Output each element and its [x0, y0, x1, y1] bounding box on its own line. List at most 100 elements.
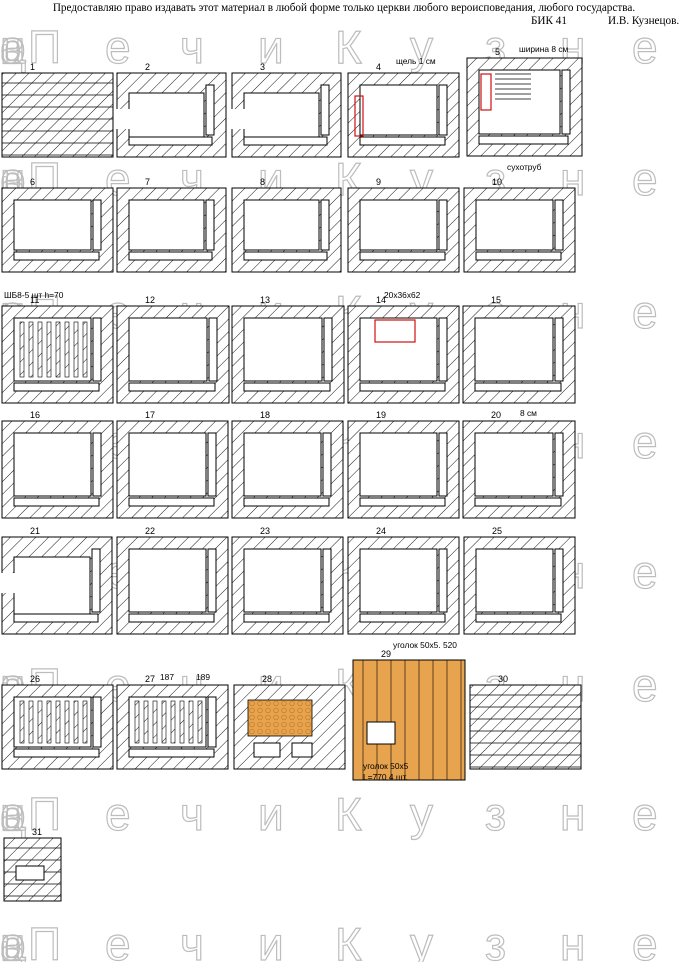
panel-29: 29	[352, 649, 466, 781]
header-author: И.В. Кузнецов.	[608, 15, 680, 27]
lower-channel	[128, 497, 215, 507]
chamber	[13, 556, 91, 621]
header-notice: Предоставляю право издавать этот материа…	[52, 2, 636, 14]
chamber	[359, 199, 438, 251]
lower-channel	[243, 251, 328, 261]
lower-channel	[475, 613, 562, 623]
chamber	[243, 548, 322, 613]
panel-number: 20	[491, 410, 501, 420]
annotation-gap: щель 1 см	[396, 56, 436, 66]
panel-number: 2	[145, 62, 150, 72]
annotation-width: ширина 8 см	[519, 44, 569, 54]
panel-number: 1	[30, 62, 35, 72]
lower-channel	[359, 382, 446, 392]
watermark-letter: ц	[0, 788, 26, 840]
lower-channel	[478, 135, 569, 145]
watermark-letter: а	[0, 21, 26, 73]
flue-channel	[322, 432, 332, 497]
watermark-letter: и	[258, 918, 284, 962]
watermark-letter: ч	[180, 21, 204, 73]
panel-27: 27	[116, 674, 229, 770]
header-code: БИК 41	[531, 15, 567, 27]
lower-channel	[243, 382, 331, 392]
flue-channel	[554, 548, 564, 613]
watermark-letter: у	[410, 788, 433, 840]
chamber	[475, 199, 554, 251]
red-outline	[354, 95, 364, 137]
chamber	[243, 432, 322, 497]
panel-number: 16	[30, 410, 40, 420]
masonry-block	[352, 659, 466, 781]
lower-channel	[243, 613, 330, 623]
panel-31: 31	[3, 827, 62, 902]
chamber	[359, 432, 438, 497]
watermark-letter: е	[632, 416, 658, 468]
annotation-d189: 189	[196, 672, 210, 682]
watermark-letter: н	[560, 918, 585, 962]
lower-channel	[475, 251, 562, 261]
panel-number: 21	[30, 526, 40, 536]
panel-number: 13	[260, 295, 270, 305]
chamber	[128, 548, 207, 613]
panel-21: 21	[1, 526, 113, 635]
chamber	[128, 199, 205, 251]
flue-channel	[438, 199, 448, 251]
panel-20: 20	[462, 410, 576, 519]
red-outline	[374, 319, 416, 343]
chamber	[478, 69, 561, 135]
chamber	[359, 317, 438, 382]
chamber	[128, 317, 208, 382]
panel-30: 30	[469, 674, 582, 770]
chamber	[474, 432, 554, 497]
panel-number: 4	[376, 62, 381, 72]
panel-number: 31	[32, 827, 42, 837]
panel-22: 22	[116, 526, 229, 635]
panel-number: 7	[145, 177, 150, 187]
flue-channel	[320, 199, 330, 251]
watermark-letter: о	[0, 788, 26, 840]
flue-channel	[205, 199, 215, 251]
panel-18: 18	[231, 410, 344, 519]
watermark-letter: ц	[0, 21, 26, 73]
panel-number: 3	[260, 62, 265, 72]
panel-number: 9	[376, 177, 381, 187]
watermark-letter: з	[485, 918, 506, 962]
panel-26: 26	[1, 674, 114, 770]
watermark-letter: у	[410, 21, 433, 73]
watermark-letter: е	[632, 286, 658, 338]
chamber	[475, 548, 554, 613]
flue-channel	[554, 199, 564, 251]
watermark-letter: ч	[180, 788, 204, 840]
lower-channel	[128, 613, 215, 623]
watermark-letter: ч	[180, 918, 204, 962]
chamber	[243, 199, 320, 251]
panel-10: 10	[463, 177, 576, 273]
watermark-letter: е	[105, 788, 131, 840]
watermark-letter: е	[632, 788, 658, 840]
panel-17: 17	[116, 410, 229, 519]
watermark-letter: о	[0, 918, 26, 962]
chamber	[359, 548, 438, 613]
flue-channel	[323, 317, 333, 382]
watermark-letter: в	[0, 788, 24, 840]
panel-number: 18	[260, 410, 270, 420]
watermark-letter: е	[105, 21, 131, 73]
panel-5: 5	[466, 47, 583, 157]
panel-3: 3	[231, 62, 342, 158]
watermark-letter: е	[632, 21, 658, 73]
lower-channel	[128, 382, 216, 392]
watermark-letter: в	[0, 21, 24, 73]
flue-channel	[92, 432, 102, 497]
panel-number: 6	[30, 177, 35, 187]
watermark-letter: е	[632, 918, 658, 962]
watermark-letter: е	[632, 153, 658, 205]
insulation-fill	[247, 699, 313, 737]
watermark-letter: а	[0, 918, 26, 962]
watermark-letter: е	[105, 918, 131, 962]
lower-channel	[243, 497, 330, 507]
flue-channel	[554, 317, 564, 382]
watermark-letter: К	[335, 21, 362, 73]
watermark-letter: ц	[0, 918, 26, 962]
